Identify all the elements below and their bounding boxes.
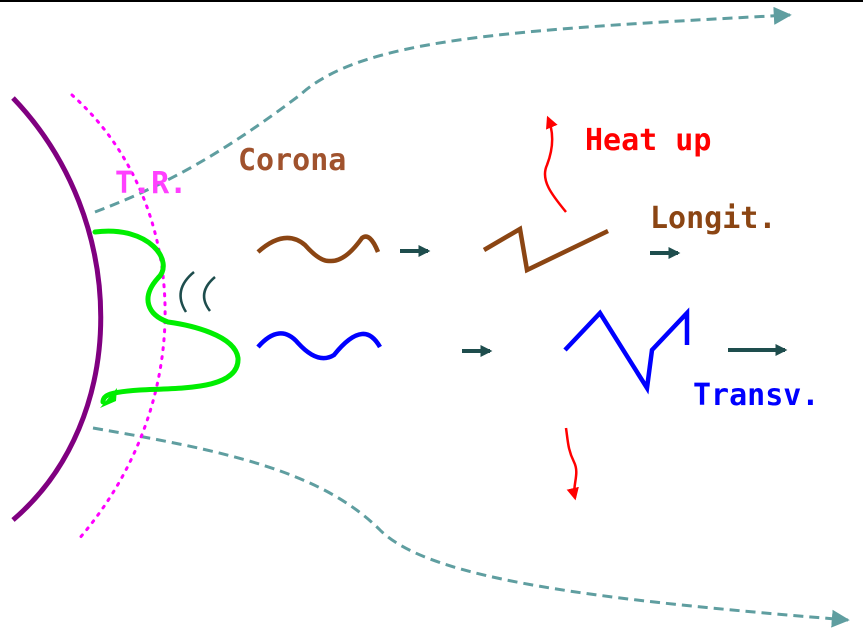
corona-label: Corona (238, 143, 346, 178)
transition-region-boundary (70, 93, 167, 542)
lower-field-line (92, 426, 850, 628)
longitudinal-wave-sine (256, 234, 381, 264)
transverse-wave-sawtooth (563, 307, 690, 395)
longitudinal-wave-sawtooth (482, 225, 609, 274)
solar-surface (11, 96, 104, 522)
downward-heat-squiggle-arrow (564, 427, 579, 501)
emission-arc-1 (179, 271, 195, 313)
driver-arrowhead-icon (100, 388, 117, 408)
transverse-wave-sine (256, 331, 382, 361)
heat-up-label: Heat up (585, 123, 711, 158)
longitudinal-label: Longit. (650, 201, 776, 236)
heat-up-squiggle-arrow (543, 115, 567, 213)
transverse-label: Transv. (693, 378, 819, 413)
footpoint-driver-loop (92, 228, 241, 405)
transition-region-label: T.R. (115, 166, 187, 201)
emission-arc-2 (202, 276, 216, 312)
upper-field-line (94, 6, 792, 214)
